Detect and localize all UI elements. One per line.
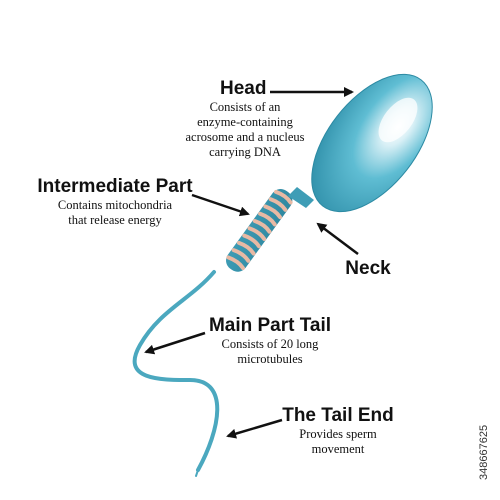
arrow-tail-end <box>226 418 283 439</box>
label-neck: Neck <box>338 258 398 280</box>
main-tail-desc: Consists of 20 long microtubules <box>221 337 319 366</box>
label-tail-end: The Tail End Provides sperm movement <box>282 405 394 457</box>
label-head: Head Consists of an enzyme-containing ac… <box>170 78 320 160</box>
arrow-neck <box>316 222 359 255</box>
label-main-part-tail: Main Part Tail Consists of 20 long micro… <box>200 315 340 367</box>
neck <box>288 187 314 208</box>
label-intermediate-part: Intermediate Part Contains mitochondria … <box>30 176 200 228</box>
main-tail <box>132 270 220 472</box>
neck-title: Neck <box>345 258 391 279</box>
main-tail-title: Main Part Tail <box>208 315 332 336</box>
intermediate-part <box>226 189 293 272</box>
intermediate-desc: Contains mitochondria that release energ… <box>57 198 173 227</box>
arrow-main-tail <box>144 331 206 355</box>
arrow-intermediate <box>191 193 250 217</box>
stock-id: 348667625 <box>478 424 490 480</box>
tail-end-title: The Tail End <box>282 405 394 426</box>
tail-end <box>195 469 199 477</box>
intermediate-title: Intermediate Part <box>37 176 193 197</box>
head-highlight <box>378 97 418 143</box>
tail-end-desc: Provides sperm movement <box>299 427 377 456</box>
head-desc: Consists of an enzyme-containing acrosom… <box>185 100 305 159</box>
head-title: Head <box>220 78 267 99</box>
